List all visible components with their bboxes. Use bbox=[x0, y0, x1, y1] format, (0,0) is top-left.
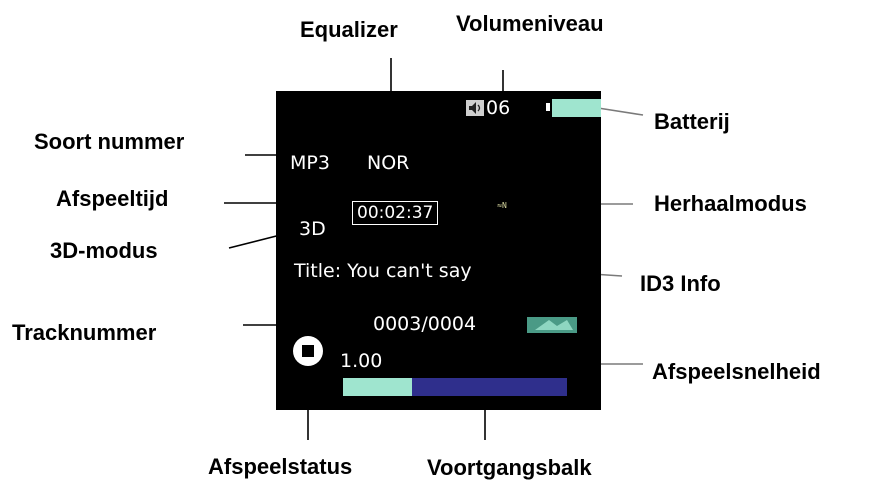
play-speed-label: Afspeelsnelheid bbox=[652, 359, 821, 384]
track-type-label: Soort nummer bbox=[34, 129, 185, 154]
repeat-mode-label: Herhaalmodus bbox=[654, 191, 807, 216]
mode-3d-label: 3D-modus bbox=[50, 238, 158, 263]
equalizer-mode-text: NOR bbox=[367, 152, 410, 174]
id3-info-label: ID3 Info bbox=[640, 271, 721, 296]
track-status-icon bbox=[527, 317, 577, 333]
battery-indicator bbox=[552, 99, 601, 117]
time-display: 00:02:37 bbox=[352, 201, 439, 225]
battery-leader bbox=[597, 107, 644, 116]
mode-3d-text: 3D bbox=[299, 218, 326, 240]
speaker-icon bbox=[466, 100, 484, 116]
svg-text:≈N: ≈N bbox=[497, 201, 507, 210]
repeat-mode-icon: ≈N bbox=[492, 200, 512, 210]
equalizer-label: Equalizer bbox=[300, 17, 398, 42]
title-line: Title: You can't say bbox=[294, 260, 472, 282]
progress-bar bbox=[343, 378, 567, 396]
progress-fill bbox=[343, 378, 413, 396]
battery-fill bbox=[552, 99, 601, 117]
volume-value: 06 bbox=[486, 97, 511, 119]
progress-bar-label: Voortgangsbalk bbox=[427, 455, 592, 480]
battery-label: Batterij bbox=[654, 109, 730, 134]
speed-text: 1.00 bbox=[340, 350, 383, 372]
play-time-label: Afspeeltijd bbox=[56, 186, 169, 211]
track-number-label: Tracknummer bbox=[12, 320, 157, 345]
battery-tip bbox=[546, 103, 550, 111]
play-status-label: Afspeelstatus bbox=[208, 454, 353, 479]
track-counter: 0003/0004 bbox=[373, 313, 477, 335]
format-text: MP3 bbox=[290, 152, 330, 174]
player-screen: 06 MP3 NOR 00:02:37 ≈N 3D Title: You can… bbox=[276, 91, 601, 410]
stop-icon bbox=[293, 336, 323, 366]
volume-level-label: Volumeniveau bbox=[456, 11, 604, 36]
